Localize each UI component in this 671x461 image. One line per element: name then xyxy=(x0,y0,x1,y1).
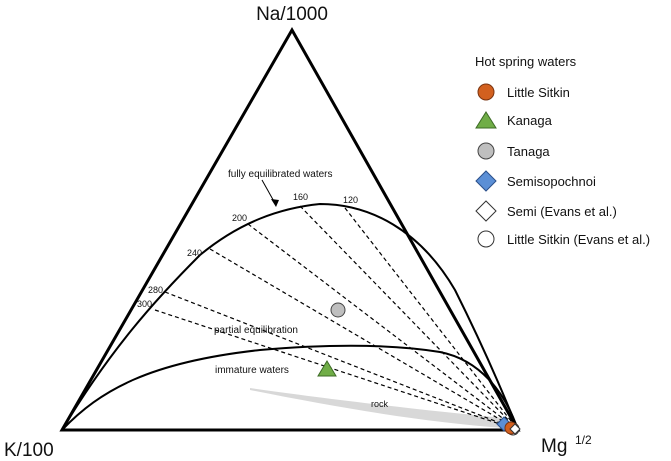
legend-item-little-sitkin: Little Sitkin xyxy=(477,83,570,101)
rock-band xyxy=(250,388,505,428)
apex-top-label: Na/1000 xyxy=(256,4,328,25)
isotherm-120 xyxy=(344,207,519,431)
point-kanaga xyxy=(317,360,337,377)
temp-label-280: 280 xyxy=(148,285,163,295)
isotherm-240 xyxy=(209,248,519,431)
legend-title: Hot spring waters xyxy=(475,54,577,69)
legend-label: Tanaga xyxy=(507,144,550,159)
apex-left-label: K/100 xyxy=(4,440,54,461)
legend-marker-diamond-blue xyxy=(475,170,497,192)
legend-marker-circle-white xyxy=(477,230,495,248)
legend-item-semisopochnoi: Semisopochnoi xyxy=(475,170,596,192)
rock-label: rock xyxy=(371,399,389,409)
isotherm-300 xyxy=(154,309,519,431)
isotherm-160 xyxy=(299,205,519,431)
legend-label: Semisopochnoi xyxy=(507,174,596,189)
label-arrowhead xyxy=(271,199,279,207)
temp-label-200: 200 xyxy=(232,213,247,223)
temp-label-160: 160 xyxy=(293,192,308,202)
ternary-triangle xyxy=(59,26,521,432)
legend-marker-triangle-green xyxy=(475,111,497,129)
temp-label-120: 120 xyxy=(343,195,358,205)
partial-equilibration-label: partial equilibration xyxy=(214,325,298,336)
isotherm-280 xyxy=(164,291,519,431)
data-points xyxy=(317,302,521,436)
fully-equilibrated-label: fully equilibrated waters xyxy=(228,169,333,180)
legend-marker-diamond-white xyxy=(475,200,497,222)
isotherm-200 xyxy=(247,223,519,431)
temp-label-240: 240 xyxy=(187,248,202,258)
immature-waters-label: immature waters xyxy=(215,365,289,376)
legend-label: Little Sitkin (Evans et al.) xyxy=(507,232,650,247)
point-semi-evans xyxy=(509,423,521,435)
apex-right-exponent: 1/2 xyxy=(575,433,592,447)
legend-label: Kanaga xyxy=(507,113,553,128)
legend-item-tanaga: Tanaga xyxy=(477,142,550,160)
point-tanaga xyxy=(330,302,346,318)
legend-item-kanaga: Kanaga xyxy=(475,111,553,129)
legend-marker-circle-gray xyxy=(477,142,495,160)
legend: Hot spring waters Little Sitkin Kanaga T… xyxy=(475,54,650,248)
legend-item-little-sitkin-evans: Little Sitkin (Evans et al.) xyxy=(477,230,650,248)
isotherm-lines xyxy=(154,205,519,431)
legend-label: Semi (Evans et al.) xyxy=(507,204,617,219)
immature-boundary-curve xyxy=(61,344,519,431)
full-equilibrium-curve xyxy=(61,202,519,431)
apex-right-label: Mg xyxy=(541,436,567,457)
temp-label-300: 300 xyxy=(137,299,152,309)
legend-item-semi-evans: Semi (Evans et al.) xyxy=(475,200,617,222)
legend-marker-circle-orange xyxy=(477,83,495,101)
legend-label: Little Sitkin xyxy=(507,85,570,100)
